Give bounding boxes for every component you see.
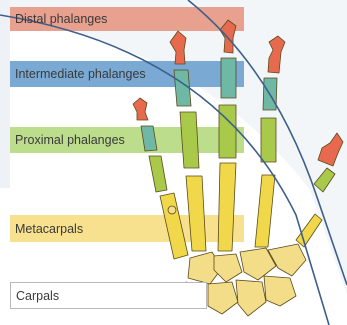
label-distal-phalanges: Distal phalanges — [10, 7, 244, 31]
proximal-little — [149, 156, 167, 192]
label-proximal-phalanges: Proximal phalanges — [10, 127, 244, 153]
distal-little — [133, 98, 148, 120]
proximal-index — [261, 118, 276, 162]
label-intermediate-phalanges: Intermediate phalanges — [10, 61, 244, 87]
label-intermediate-text: Intermediate phalanges — [15, 67, 146, 81]
left-panel-shade — [0, 0, 10, 188]
metacarpal-index — [255, 175, 275, 247]
label-carpals: Carpals — [10, 282, 207, 309]
label-carpals-text: Carpals — [16, 289, 59, 303]
label-distal-text: Distal phalanges — [15, 12, 107, 26]
label-proximal-text: Proximal phalanges — [15, 133, 125, 147]
label-metacarpals-text: Metacarpals — [15, 222, 83, 236]
label-metacarpals: Metacarpals — [10, 215, 244, 242]
